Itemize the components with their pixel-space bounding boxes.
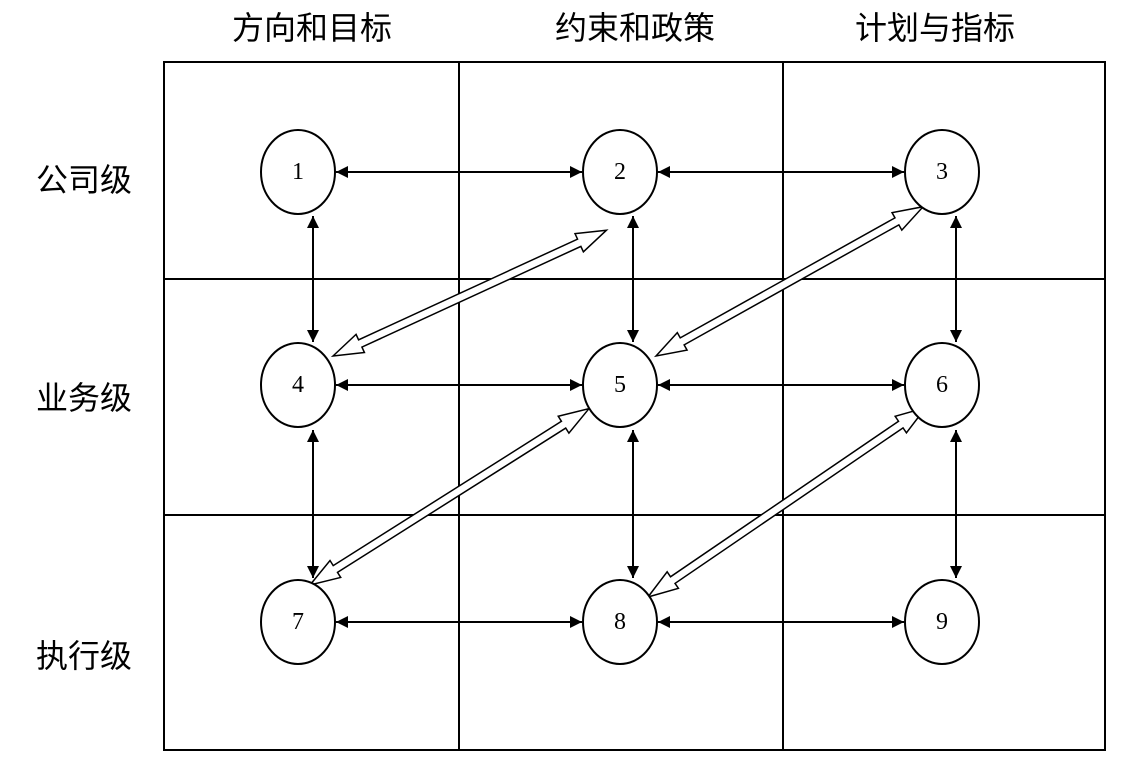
node-2-label: 2 — [614, 159, 626, 185]
vertical-arrows — [307, 216, 962, 578]
node-4: 4 — [260, 342, 336, 428]
horizontal-arrows — [336, 166, 904, 628]
row-header-business-level: 业务级 — [36, 379, 133, 417]
node-1-label: 1 — [292, 159, 304, 185]
node-3-label: 3 — [936, 159, 948, 185]
node-9-label: 9 — [936, 609, 948, 635]
hollow-arrow-3-5 — [653, 205, 926, 358]
column-header-plans-indicators: 计划与指标 — [854, 9, 1016, 47]
column-header-direction-goals: 方向和目标 — [231, 9, 393, 47]
column-header-constraints-policies: 约束和政策 — [554, 9, 716, 47]
row-header-corporate-level: 公司级 — [36, 161, 133, 199]
nodes: 1 2 3 4 5 6 7 — [260, 129, 980, 665]
node-7: 7 — [260, 579, 336, 665]
grid-border — [163, 61, 1106, 751]
hollow-arrow-6-8 — [646, 406, 928, 599]
node-7-label: 7 — [292, 609, 304, 635]
node-5: 5 — [582, 342, 658, 428]
hollow-arrow-5-7 — [307, 407, 591, 587]
node-6: 6 — [904, 342, 980, 428]
node-4-label: 4 — [292, 372, 304, 398]
node-8-label: 8 — [614, 609, 626, 635]
hollow-arrow-2-4 — [330, 229, 609, 357]
node-1: 1 — [260, 129, 336, 215]
node-6-label: 6 — [936, 372, 948, 398]
node-2: 2 — [582, 129, 658, 215]
node-3: 3 — [904, 129, 980, 215]
node-8: 8 — [582, 579, 658, 665]
node-5-label: 5 — [614, 372, 626, 398]
row-header-execution-level: 执行级 — [36, 637, 133, 675]
node-9: 9 — [904, 579, 980, 665]
